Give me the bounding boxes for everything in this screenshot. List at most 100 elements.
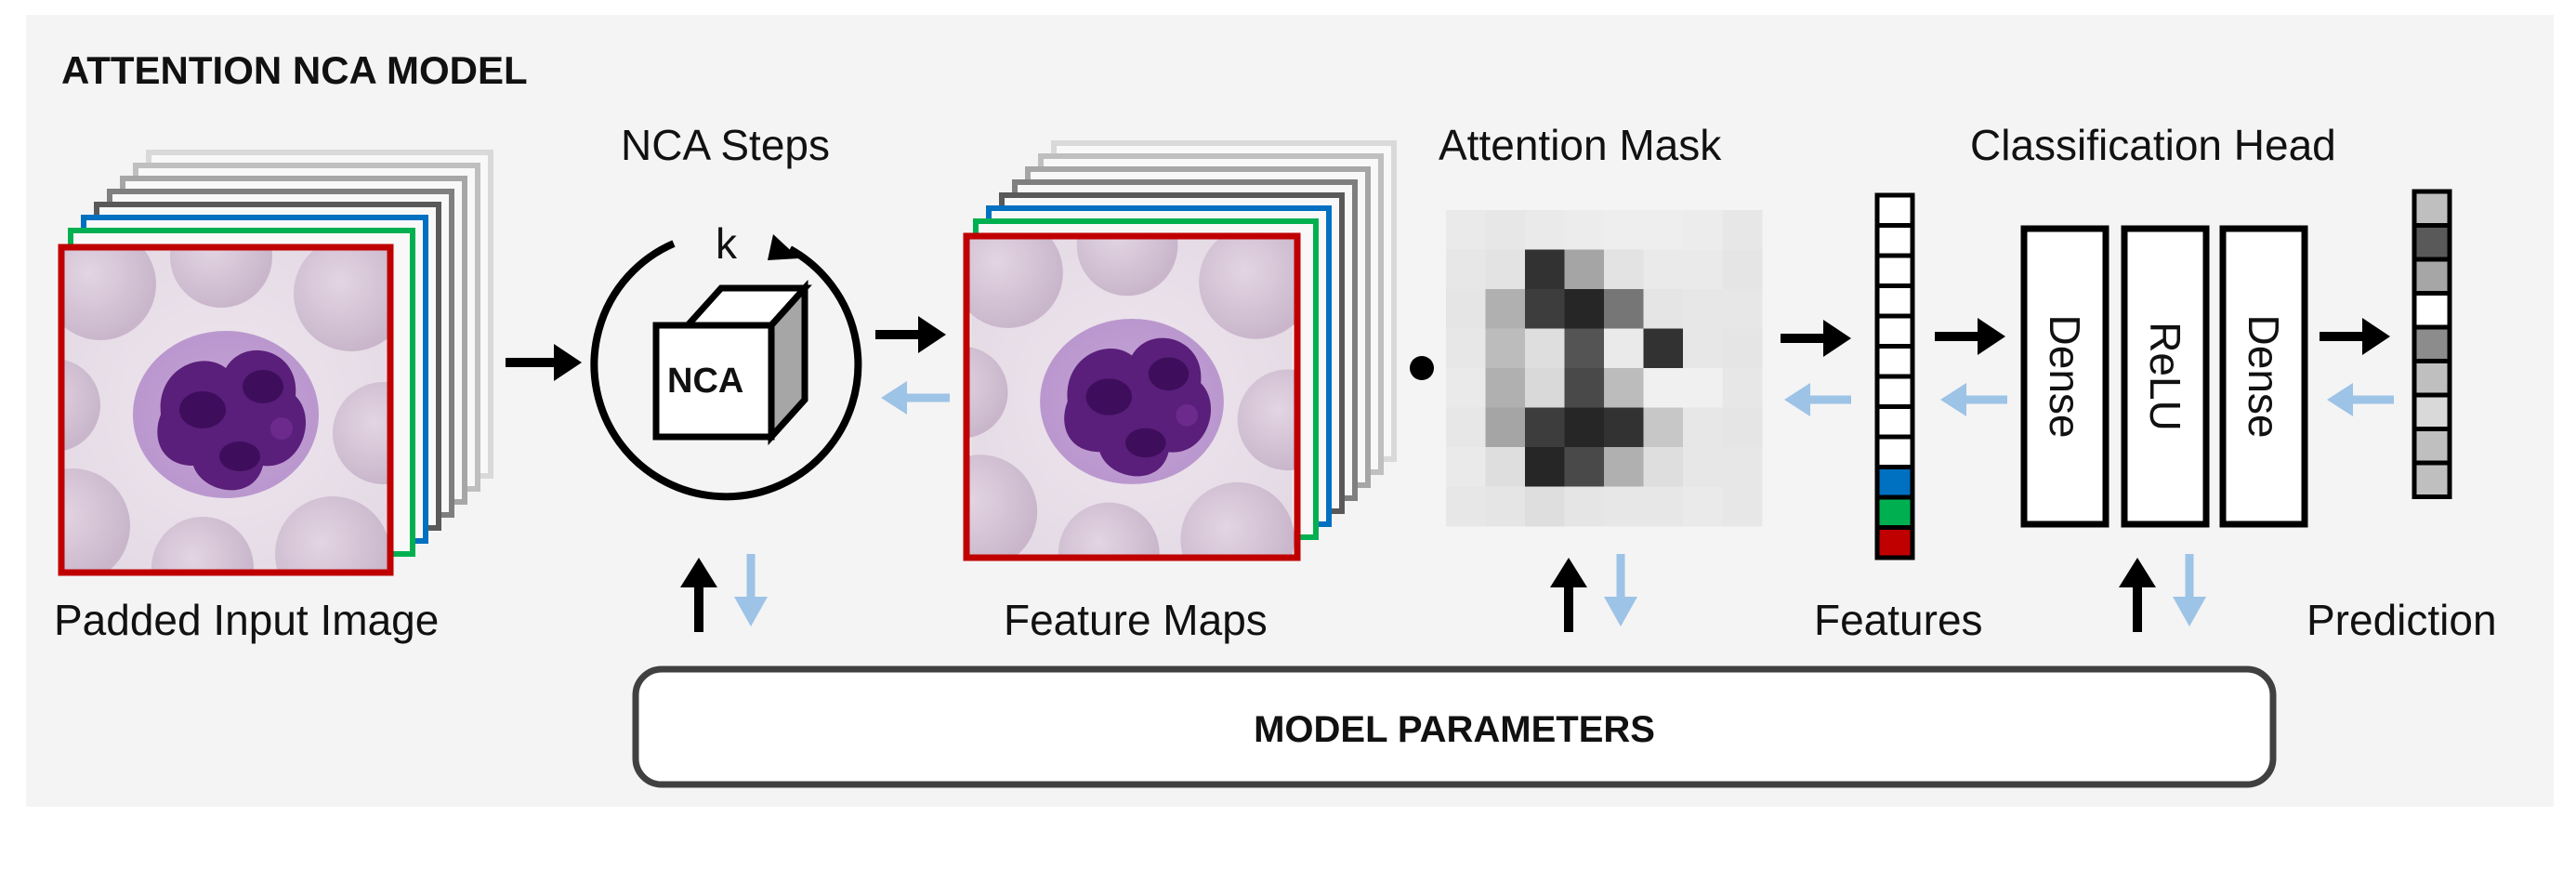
attention-mask-grid: [1446, 210, 1763, 527]
attention-cell: [1683, 328, 1723, 369]
features-cell: [1874, 192, 1915, 228]
prediction-cell: [2412, 189, 2452, 228]
features-cell: [1874, 223, 1915, 258]
attention-cell: [1564, 210, 1605, 250]
attention-cell: [1643, 486, 1684, 527]
padded-input-label: Padded Input Image: [54, 596, 439, 644]
forward-arrow-features-head: [1935, 318, 2005, 355]
attention-cell: [1525, 328, 1565, 369]
features-cell: [1874, 404, 1915, 440]
attention-cell: [1604, 249, 1644, 290]
attention-cell: [1722, 447, 1763, 487]
attention-cell: [1564, 368, 1605, 408]
attention-cell: [1485, 368, 1526, 408]
feature-maps-label: Feature Maps: [1004, 596, 1268, 644]
attention-cell: [1643, 249, 1684, 290]
attention-cell: [1604, 486, 1644, 527]
attention-cell: [1485, 486, 1526, 527]
classification-head-label: Classification Head: [1970, 121, 2336, 169]
attention-cell: [1564, 447, 1605, 487]
features-cell: [1874, 434, 1915, 469]
nca-steps-label: NCA Steps: [621, 121, 830, 169]
nca-cube: [652, 279, 812, 446]
features-cell: [1874, 283, 1915, 319]
attention-cell: [1604, 289, 1644, 329]
attention-cell: [1604, 447, 1644, 487]
prediction-cell: [2412, 324, 2452, 363]
features-cell: [1874, 253, 1915, 288]
attention-cell: [1604, 328, 1644, 369]
attention-cell: [1643, 368, 1684, 408]
attention-cell: [1446, 210, 1486, 250]
nca-k-label: k: [716, 219, 738, 268]
prediction-cell: [2412, 223, 2452, 262]
attention-cell: [1643, 289, 1684, 329]
forward-arrow-head-prediction: [2320, 318, 2390, 355]
attention-cell: [1446, 328, 1486, 369]
forward-arrow-mask-features: [1781, 320, 1851, 357]
attention-cell: [1525, 289, 1565, 329]
svg-text:Dense: Dense: [2041, 315, 2089, 439]
forward-arrow-nca-features: [875, 316, 946, 353]
attention-cell: [1525, 407, 1565, 448]
features-cell: [1874, 344, 1915, 379]
attention-cell: [1604, 210, 1644, 250]
nca-box-label: NCA: [667, 362, 743, 401]
backward-arrow-prediction-head: [2327, 383, 2394, 416]
features-cell: [1874, 374, 1915, 409]
diagram-title: ATTENTION NCA MODEL: [61, 48, 528, 92]
attention-cell: [1722, 407, 1763, 448]
attention-cell: [1525, 368, 1565, 408]
attention-cell: [1722, 328, 1763, 369]
param-arrows-head: [2119, 554, 2206, 632]
attention-cell: [1485, 447, 1526, 487]
attention-cell: [1683, 368, 1723, 408]
head-layer-dense-1: Dense: [2020, 225, 2109, 528]
svg-text:ReLU: ReLU: [2141, 322, 2189, 431]
feature-maps-stack: [963, 140, 1397, 561]
prediction-cell: [2412, 460, 2452, 499]
attention-cell: [1683, 407, 1723, 448]
attention-cell: [1525, 210, 1565, 250]
attention-cell: [1446, 249, 1486, 290]
prediction-cell: [2412, 359, 2452, 398]
model-parameters-box: [632, 665, 2277, 788]
head-layer-dense-2: Dense: [2219, 225, 2308, 528]
backward-arrow-features-mask: [1784, 383, 1851, 416]
multiply-dot: [1410, 356, 1434, 380]
attention-cell: [1722, 210, 1763, 250]
attention-cell: [1564, 249, 1605, 290]
attention-cell: [1564, 328, 1605, 369]
attention-cell: [1683, 486, 1723, 527]
attention-cell: [1604, 407, 1644, 448]
model-parameters-label: MODEL PARAMETERS: [1254, 709, 1655, 750]
attention-cell: [1564, 289, 1605, 329]
attention-cell: [1564, 486, 1605, 527]
prediction-cell: [2412, 392, 2452, 431]
attention-cell: [1485, 249, 1526, 290]
prediction-cell: [2412, 427, 2452, 466]
attention-cell: [1643, 447, 1684, 487]
forward-arrow-input-nca: [506, 344, 582, 381]
attention-cell: [1722, 486, 1763, 527]
attention-cell: [1643, 328, 1684, 369]
prediction-vector: [2412, 189, 2452, 499]
nca-loop: [590, 234, 862, 501]
features-vector: [1874, 192, 1915, 560]
attention-cell: [1643, 210, 1684, 250]
features-cell: [1874, 313, 1915, 349]
features-cell: [1874, 494, 1915, 530]
attention-cell: [1446, 407, 1486, 448]
features-cell: [1874, 465, 1915, 500]
attention-cell: [1446, 368, 1486, 408]
features-cell: [1874, 525, 1915, 560]
param-arrows-mask: [1550, 554, 1637, 632]
backward-arrow-features-nca: [881, 381, 950, 415]
attention-cell: [1683, 249, 1723, 290]
prediction-cell: [2412, 291, 2452, 330]
attention-cell: [1604, 368, 1644, 408]
prediction-label: Prediction: [2307, 596, 2497, 644]
attention-cell: [1485, 289, 1526, 329]
attention-cell: [1525, 249, 1565, 290]
